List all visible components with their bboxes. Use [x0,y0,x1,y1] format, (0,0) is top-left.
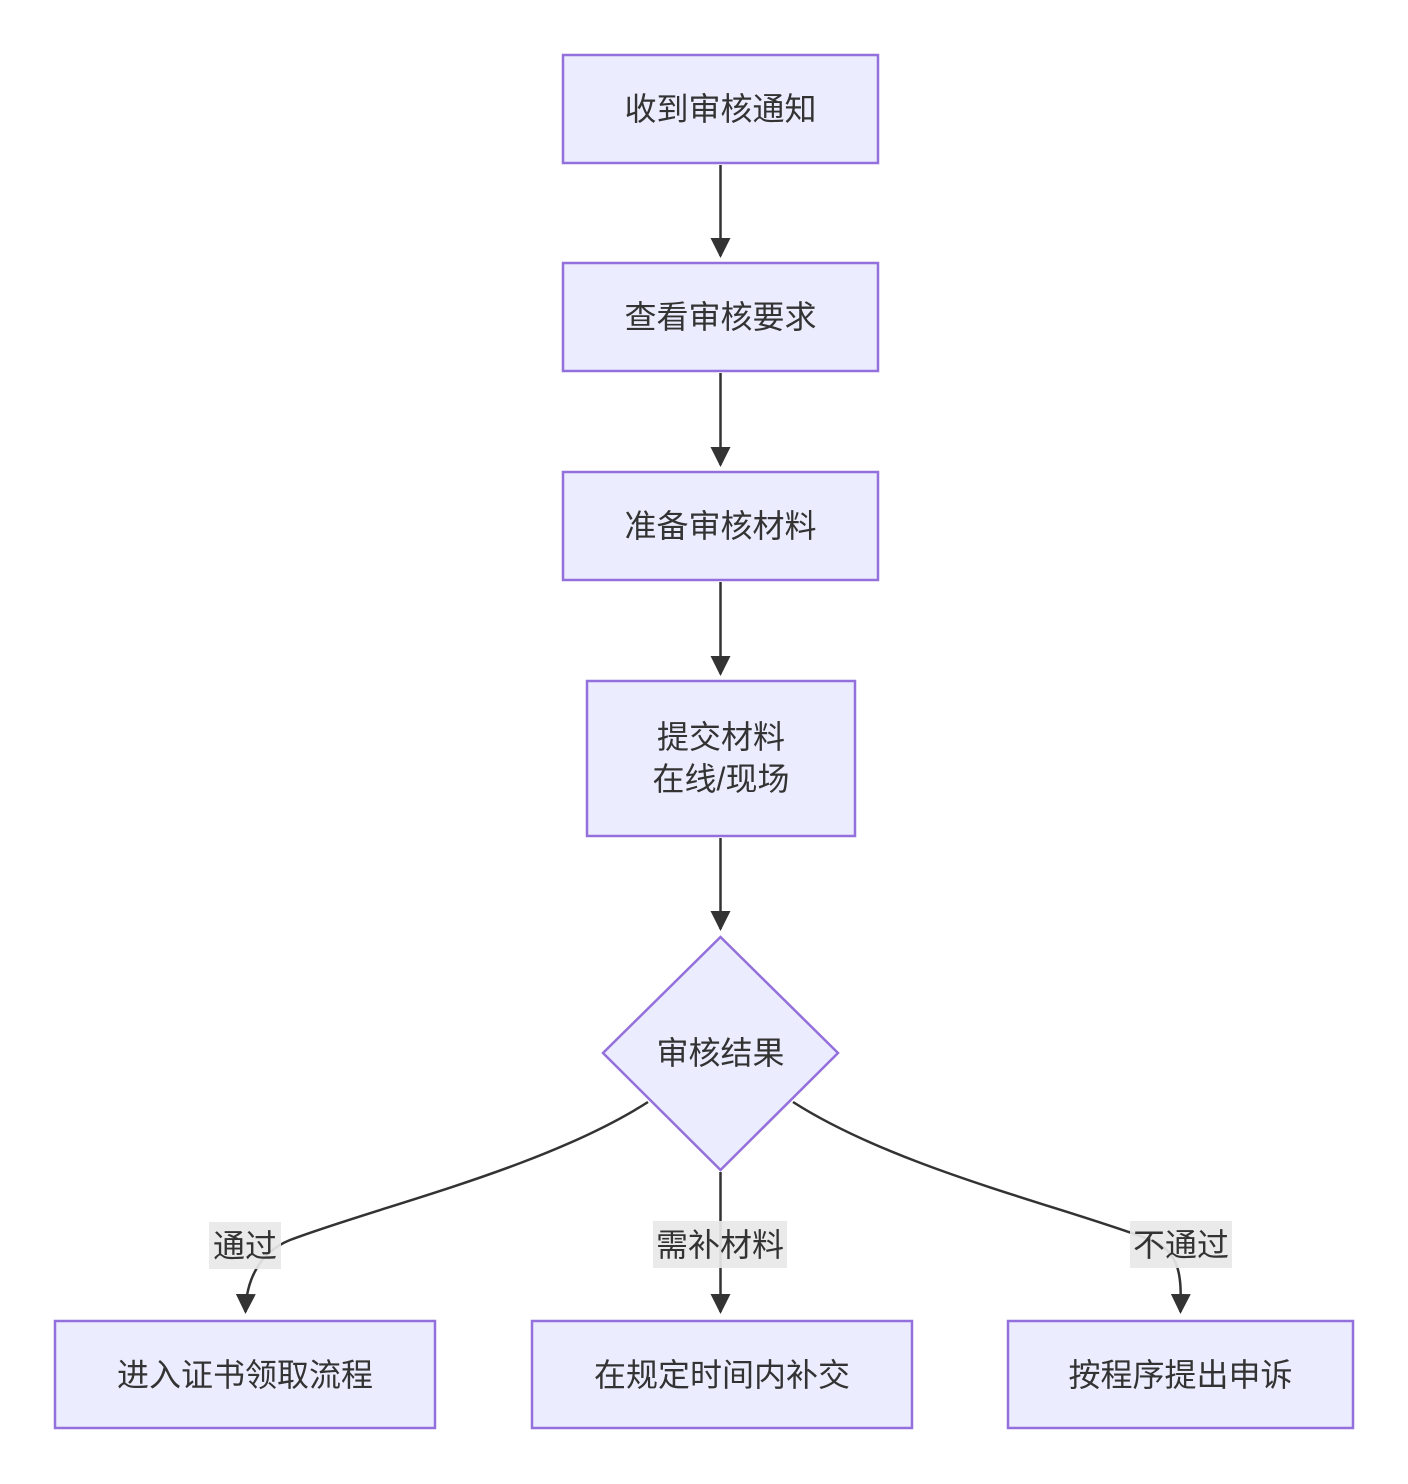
node-view-requirements-label: 查看审核要求 [624,299,816,335]
node-appeal: 按程序提出申诉 [1006,1319,1355,1430]
node-review-result-label: 审核结果 [656,1035,784,1071]
node-receive-notice-label: 收到审核通知 [624,91,816,127]
node-appeal-box [1006,1319,1355,1430]
node-prepare-materials-box [561,470,880,582]
edge-label-fail: 不通过 [1130,1221,1232,1268]
node-appeal-label: 按程序提出申诉 [1068,1357,1292,1393]
node-resubmit-in-time-label: 在规定时间内补交 [594,1357,850,1393]
node-enter-certificate-process-box [53,1319,437,1430]
edge-review-to-certificate [235,1100,649,1314]
node-review-result: 审核结果 [601,935,840,1172]
node-submit-materials-label-line2: 在线/现场 [653,761,790,797]
node-submit-materials-label-line1: 提交材料 [657,719,785,755]
node-resubmit-in-time: 在规定时间内补交 [530,1319,914,1430]
node-receive-notice-box [561,53,880,165]
node-enter-certificate-process-label: 进入证书领取流程 [117,1357,373,1393]
edge-label-need-supplement: 需补材料 [653,1221,787,1268]
edge-label-pass-bg [209,1222,281,1269]
node-resubmit-in-time-box [530,1319,914,1430]
edge-label-fail-bg [1130,1221,1232,1268]
node-submit-materials-box [585,679,857,838]
edge-label-fail-text: 不通过 [1133,1227,1229,1263]
node-enter-certificate-process: 进入证书领取流程 [53,1319,437,1430]
edge-label-pass: 通过 [209,1222,281,1269]
edge-label-need-supplement-bg [653,1221,787,1268]
edge-label-need-supplement-text: 需补材料 [656,1227,784,1263]
node-submit-materials: 提交材料 在线/现场 [585,679,857,838]
edge-review-to-appeal [792,1100,1191,1314]
node-prepare-materials-label: 准备审核材料 [624,508,816,544]
node-view-requirements-box [561,261,880,373]
node-prepare-materials: 准备审核材料 [561,470,880,582]
edge-label-pass-text: 通过 [213,1228,277,1264]
node-view-requirements: 查看审核要求 [561,261,880,373]
node-receive-notice: 收到审核通知 [561,53,880,165]
node-review-result-diamond [601,935,840,1172]
